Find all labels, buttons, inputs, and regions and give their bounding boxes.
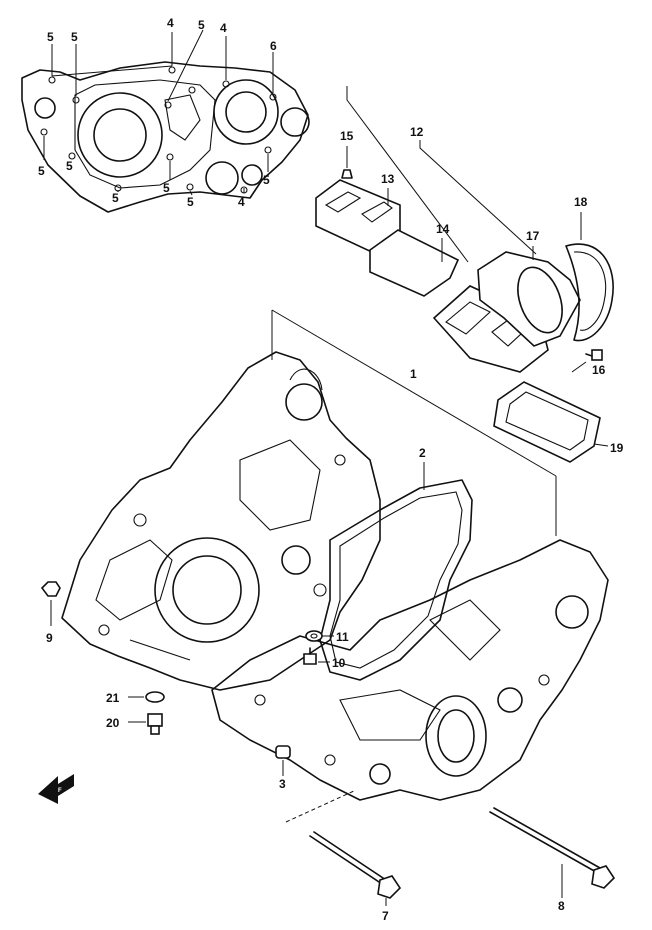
callout-18: 18 (574, 195, 588, 209)
crankcase-right (211, 539, 609, 801)
callout-19: 19 (610, 441, 624, 455)
callout-2: 2 (419, 446, 426, 460)
callout-9: 9 (46, 631, 53, 645)
callout-14: 14 (436, 222, 450, 236)
callout-11: 11 (336, 630, 349, 644)
callout-5: 5 (263, 173, 270, 187)
callout-4: 4 (167, 16, 174, 30)
svg-text:F: F (58, 788, 62, 794)
front-arrow-icon: F (38, 774, 74, 804)
callout-5: 5 (198, 18, 205, 32)
small-parts (40, 581, 616, 906)
callout-15: 15 (340, 129, 354, 143)
leader-lines-top (43, 29, 274, 196)
crankcase-half-top-view (21, 61, 310, 213)
callout-7: 7 (382, 909, 389, 923)
callout-5: 5 (47, 30, 54, 44)
callout-10: 10 (332, 656, 346, 670)
callout-16: 16 (592, 363, 606, 377)
callout-4: 4 (238, 195, 245, 209)
callout-5: 5 (187, 195, 194, 209)
leader-lines-right (387, 188, 609, 447)
callout-21: 21 (106, 691, 120, 705)
callout-8: 8 (558, 899, 565, 913)
callout-5: 5 (38, 164, 45, 178)
callout-5: 5 (163, 181, 170, 195)
callout-20: 20 (106, 716, 120, 730)
callout-13: 13 (381, 172, 395, 186)
callout-5: 5 (66, 159, 73, 173)
callout-6: 6 (270, 39, 277, 53)
callout-12: 12 (410, 125, 424, 139)
callout-5: 5 (71, 30, 78, 44)
reed-valve-assembly (315, 86, 614, 463)
crankcase-left (61, 309, 557, 691)
callout-5: 5 (112, 191, 119, 205)
callout-4: 4 (220, 21, 227, 35)
callout-17: 17 (526, 229, 540, 243)
callout-1: 1 (410, 367, 417, 381)
callout-labels: 1 2 3 4 4 4 5 5 5 5 5 5 5 5 5 6 7 8 9 10… (38, 16, 624, 923)
callout-3: 3 (279, 777, 286, 791)
